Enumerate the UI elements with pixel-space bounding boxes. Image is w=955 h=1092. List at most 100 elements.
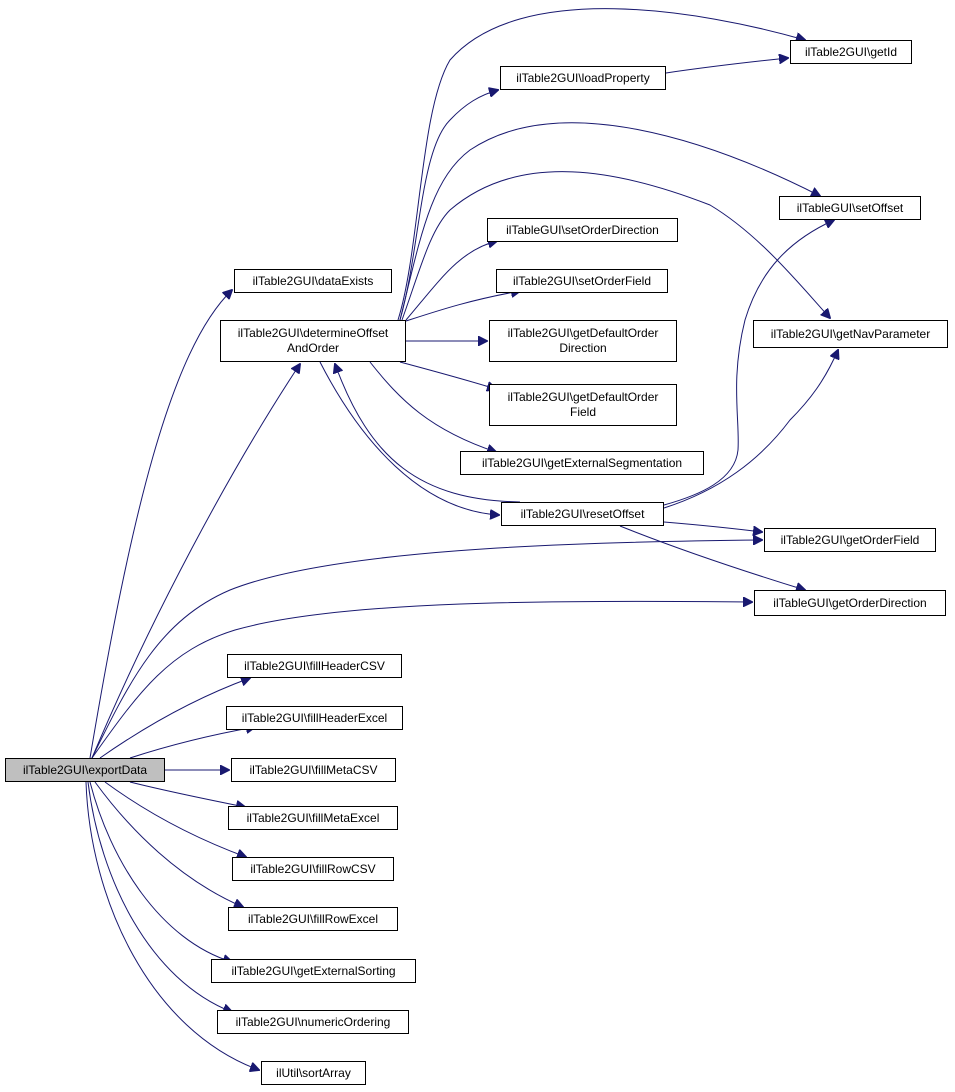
node-label: ilUtil\sortArray (276, 1066, 351, 1081)
node-label-line: ilTable2GUI\getDefaultOrder (507, 326, 659, 340)
edge-determineOffset-to-resetOffset (319, 361, 499, 515)
node-fillRowExcel[interactable]: ilTable2GUI\fillRowExcel (228, 907, 398, 931)
node-label-line: ilTable2GUI\dataExists (252, 273, 374, 288)
node-label: ilTable2GUI\setOrderField (513, 274, 651, 289)
node-label: ilTable2GUI\exportData (23, 763, 147, 778)
node-label: ilTable2GUI\fillRowExcel (248, 912, 378, 927)
edge-root-to-fillHeaderExcel (129, 727, 255, 759)
node-getExternalSorting[interactable]: ilTable2GUI\getExternalSorting (211, 959, 416, 983)
node-label: ilTable2GUI\dataExists (253, 274, 374, 289)
node-sortArray[interactable]: ilUtil\sortArray (261, 1061, 366, 1085)
node-label: ilTable2GUI\loadProperty (516, 71, 649, 86)
node-loadProperty[interactable]: ilTable2GUI\loadProperty (500, 66, 666, 90)
edge-resetOffset-to-getNavParameter (663, 350, 838, 509)
edge-root-to-sortArray (85, 781, 259, 1070)
node-label: ilTableGUI\setOrderDirection (506, 223, 659, 238)
node-label: ilTable2GUI\getExternalSegmentation (482, 456, 682, 471)
node-label: ilTable2GUI\resetOffset (521, 507, 645, 522)
edge-root-to-fillRowExcel (94, 781, 243, 907)
edge-determineOffset-to-setOrderField (405, 291, 520, 322)
node-label-line: ilTable2GUI\determineOffset (237, 326, 389, 340)
node-getOrderField[interactable]: ilTable2GUI\getOrderField (764, 528, 936, 552)
node-label-line: ilTableGUI\setOffset (796, 200, 904, 215)
node-dataExists[interactable]: ilTable2GUI\dataExists (234, 269, 392, 293)
edge-resetOffset-to-determineOffset (335, 364, 521, 503)
edge-loadProperty-to-getId (665, 58, 788, 74)
node-label-line: ilTable2GUI\getNavParameter (770, 326, 931, 341)
node-getNavParameter[interactable]: ilTable2GUI\getNavParameter (753, 320, 948, 348)
node-fillMetaExcel[interactable]: ilTable2GUI\fillMetaExcel (228, 806, 398, 830)
edge-determineOffset-to-getNavParameter (401, 171, 830, 321)
node-label-line: ilTable2GUI\setOrderField (512, 273, 652, 288)
edge-resetOffset-to-getOrderDirection (619, 525, 805, 590)
node-label-line: ilTable2GUI\numericOrdering (235, 1014, 391, 1029)
edge-root-to-getExternalSorting (89, 781, 232, 962)
node-label: ilTable2GUI\getId (805, 45, 897, 60)
node-label: ilTable2GUI\getNavParameter (771, 327, 930, 342)
node-label-line: ilTable2GUI\fillHeaderCSV (244, 658, 385, 673)
edge-resetOffset-to-getOrderField (663, 521, 762, 532)
node-label-line: ilUtil\sortArray (276, 1065, 351, 1080)
node-getId[interactable]: ilTable2GUI\getId (790, 40, 912, 64)
edge-determineOffset-to-getDefaultOrderField (399, 361, 496, 389)
node-label-line: ilTable2GUI\resetOffset (520, 506, 645, 521)
node-label: ilTable2GUI\getOrderField (781, 533, 920, 548)
edge-root-to-determineOffset (91, 364, 300, 759)
edge-determineOffset-to-setOffset (399, 122, 820, 321)
node-label: ilTable2GUI\fillMetaExcel (247, 811, 380, 826)
node-label-line: ilTable2GUI\exportData (22, 762, 148, 777)
node-label-line: ilTable2GUI\getOrderField (780, 532, 920, 547)
edge-root-to-numericOrdering (87, 781, 232, 1012)
edge-root-to-getOrderField (91, 540, 762, 759)
node-label-line: ilTable2GUI\fillHeaderExcel (241, 710, 388, 725)
edge-resetOffset-to-setOffset (663, 220, 834, 506)
node-label: ilTable2GUI\getExternalSorting (231, 964, 395, 979)
node-numericOrdering[interactable]: ilTable2GUI\numericOrdering (217, 1010, 409, 1034)
node-fillMetaCSV[interactable]: ilTable2GUI\fillMetaCSV (231, 758, 396, 782)
node-label-line: Field (569, 405, 596, 419)
node-label-line: ilTable2GUI\fillMetaCSV (249, 762, 378, 777)
node-label: ilTable2GUI\fillMetaCSV (249, 763, 377, 778)
edge-determineOffset-to-loadProperty (399, 90, 498, 321)
node-label: ilTable2GUI\fillHeaderExcel (242, 711, 387, 726)
edge-root-to-fillHeaderCSV (99, 678, 250, 759)
edge-root-to-getOrderDirection (91, 601, 752, 759)
node-label-line: ilTableGUI\setOrderDirection (506, 222, 659, 237)
node-setOffset[interactable]: ilTableGUI\setOffset (779, 196, 921, 220)
node-fillHeaderCSV[interactable]: ilTable2GUI\fillHeaderCSV (227, 654, 402, 678)
node-label: ilTable2GUI\fillRowCSV (250, 862, 375, 877)
edge-determineOffset-to-getExternalSegmentation (369, 361, 496, 452)
node-label-line: Direction (559, 341, 607, 355)
node-setOrderDirection[interactable]: ilTableGUI\setOrderDirection (487, 218, 678, 242)
node-setOrderField[interactable]: ilTable2GUI\setOrderField (496, 269, 668, 293)
edge-determineOffset-to-setOrderDirection (405, 241, 497, 321)
node-label-line: AndOrder (286, 341, 339, 355)
node-fillHeaderExcel[interactable]: ilTable2GUI\fillHeaderExcel (226, 706, 403, 730)
node-fillRowCSV[interactable]: ilTable2GUI\fillRowCSV (232, 857, 394, 881)
node-label: ilTable2GUI\numericOrdering (236, 1015, 391, 1030)
edge-root-to-fillRowCSV (104, 781, 246, 857)
node-label-line: ilTable2GUI\getExternalSorting (231, 963, 396, 978)
node-getExternalSegmentation[interactable]: ilTable2GUI\getExternalSegmentation (460, 451, 704, 475)
node-label-line: ilTable2GUI\getExternalSegmentation (481, 455, 683, 470)
node-label-line: ilTableGUI\getOrderDirection (773, 595, 927, 610)
node-getOrderDirection[interactable]: ilTableGUI\getOrderDirection (754, 590, 946, 616)
node-label: ilTableGUI\setOffset (797, 201, 904, 216)
node-label: ilTableGUI\getOrderDirection (773, 596, 926, 611)
node-root[interactable]: ilTable2GUI\exportData (5, 758, 165, 782)
edge-root-to-fillMetaExcel (129, 781, 245, 807)
edge-determineOffset-to-getId (397, 8, 805, 321)
edge-root-to-dataExists (89, 290, 232, 759)
node-label-line: ilTable2GUI\getId (804, 44, 898, 59)
node-label: ilTable2GUI\fillHeaderCSV (244, 659, 385, 674)
node-resetOffset[interactable]: ilTable2GUI\resetOffset (501, 502, 664, 526)
node-label-line: ilTable2GUI\fillMetaExcel (246, 810, 380, 825)
